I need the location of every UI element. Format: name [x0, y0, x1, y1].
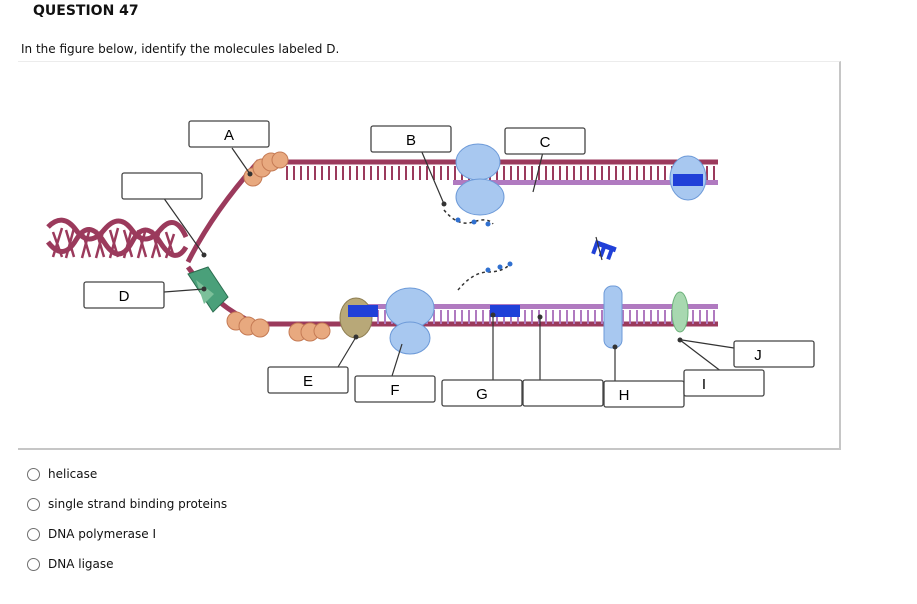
ssb-protein-icon: [243, 151, 289, 187]
label-box-e[interactable]: E: [267, 366, 349, 394]
option-helicase[interactable]: helicase: [27, 466, 97, 482]
primer-icon: [673, 174, 703, 186]
polymerase-icon: [385, 287, 435, 355]
ssb-protein-icon: [226, 311, 331, 342]
primer-icon: [490, 305, 520, 317]
label-i: I: [702, 376, 706, 393]
option-dna-polymerase-i[interactable]: DNA polymerase I: [27, 526, 156, 542]
label-g: G: [476, 386, 488, 403]
option-label: DNA polymerase I: [48, 527, 156, 541]
label-h: H: [619, 387, 630, 404]
primase-icon: [339, 297, 373, 339]
label-box-f[interactable]: F: [354, 375, 436, 403]
bottom-new-strand: [363, 304, 718, 309]
label-box-b[interactable]: B: [370, 125, 452, 153]
polymerase-icon: [455, 143, 505, 216]
radio-dna-ligase[interactable]: [27, 557, 40, 571]
top-base-pairs: [286, 166, 716, 180]
radio-helicase[interactable]: [27, 467, 40, 481]
label-box-j[interactable]: J: [733, 340, 815, 368]
option-ssb[interactable]: single strand binding proteins: [27, 496, 227, 512]
label-b: B: [406, 132, 416, 149]
option-label: helicase: [48, 467, 98, 481]
ligase-icon: [671, 291, 689, 333]
label-box-h[interactable]: H: [603, 380, 685, 408]
question-prompt: In the figure below, identify the molecu…: [21, 42, 340, 56]
label-e: E: [303, 373, 313, 390]
label-f: F: [390, 382, 399, 399]
nucleotide-chain: [443, 209, 494, 225]
top-new-strand: [453, 180, 718, 185]
option-dna-ligase[interactable]: DNA ligase: [27, 556, 114, 572]
label-box-c[interactable]: C: [504, 127, 586, 155]
label-d: D: [119, 288, 130, 305]
label-j: J: [754, 347, 762, 364]
primer-icon: [591, 240, 617, 260]
question-title: QUESTION 47: [33, 3, 139, 19]
primer-icon: [348, 305, 378, 317]
label-box-g[interactable]: G: [441, 379, 523, 407]
option-label: DNA ligase: [48, 557, 114, 571]
label-box-i[interactable]: I: [683, 369, 765, 397]
blank-box-2[interactable]: [522, 379, 604, 407]
parental-dna-helix: [46, 217, 189, 259]
option-label: single strand binding proteins: [48, 497, 228, 511]
replication-fork-figure: A B C D E F G H I J: [18, 61, 841, 450]
label-box-a[interactable]: A: [188, 120, 270, 148]
polymerase-icon: [603, 285, 623, 349]
label-box-d[interactable]: D: [83, 281, 165, 309]
label-a: A: [224, 127, 234, 144]
label-c: C: [540, 134, 551, 151]
radio-ssb[interactable]: [27, 497, 40, 511]
helicase-icon: [187, 266, 229, 313]
radio-dna-polymerase-i[interactable]: [27, 527, 40, 541]
blank-box-1[interactable]: [121, 172, 203, 200]
